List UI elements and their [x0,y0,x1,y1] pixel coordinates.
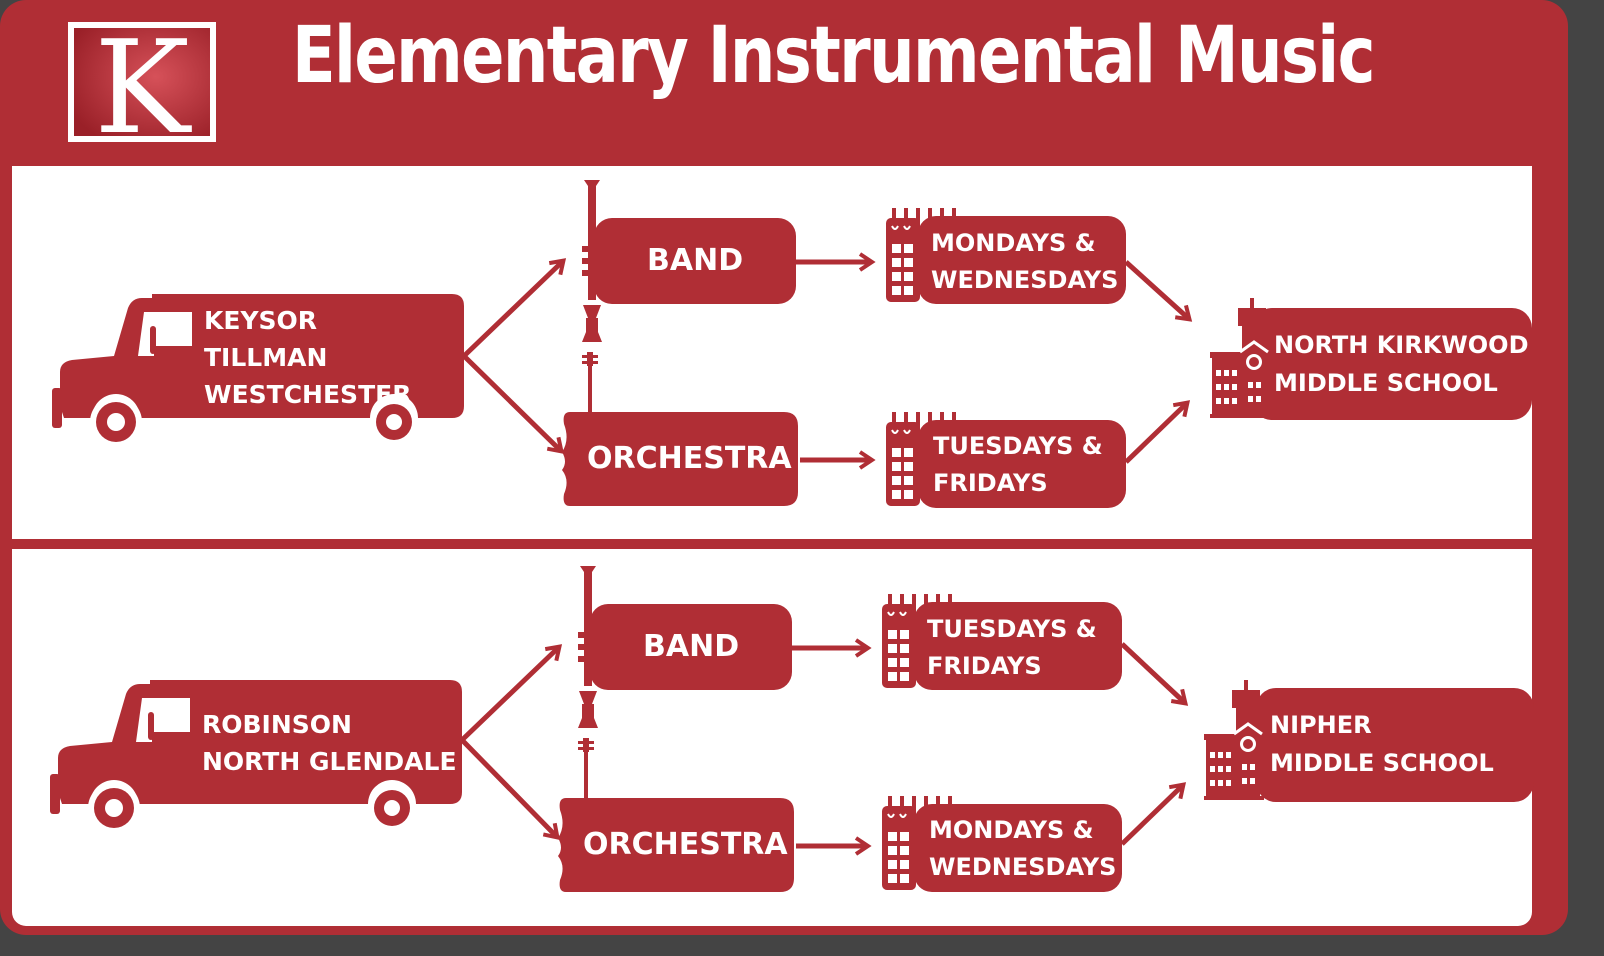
arrow-icon [1124,400,1191,464]
arrow-icon [462,354,565,454]
arrow-icon [1120,642,1189,706]
band-box [590,604,792,690]
middle-school-box [1252,308,1532,420]
trumpet-icon [582,180,602,342]
middle-school-line: MIDDLE SCHOOL [1274,369,1498,397]
middle-school-box [1256,688,1534,802]
trumpet-icon [578,566,598,728]
day-line: FRIDAYS [933,469,1048,497]
district-logo: K [68,14,216,160]
page-title: Elementary Instrumental Music [292,11,1376,101]
arrow-icon [460,644,563,742]
day-line: MONDAYS & [931,229,1096,257]
logo-letter: K [94,14,192,160]
day-line: TUESDAYS & [927,615,1097,643]
band-label: BAND [643,629,740,664]
day-box [914,602,1122,690]
middle-school-name: NIPHER MIDDLE SCHOOL [1270,706,1494,782]
orchestra-box [558,798,794,892]
day-line: FRIDAYS [927,652,1042,680]
band-days: MONDAYS & WEDNESDAYS [931,225,1118,299]
middle-school-line: MIDDLE SCHOOL [1270,749,1494,777]
school-building-icon [1208,296,1272,420]
elementary-school-name: WESTCHESTER [204,380,412,409]
elementary-school-name: TILLMAN [204,343,328,372]
orchestra-label: ORCHESTRA [583,827,788,862]
day-line: TUESDAYS & [933,432,1103,460]
day-box [918,216,1126,304]
orchestra-box [562,412,798,506]
day-line: WEDNESDAYS [931,266,1119,294]
elementary-school-list: ROBINSON NORTH GLENDALE [202,706,457,780]
elementary-school-name: NORTH GLENDALE [202,747,457,776]
violin-icon [582,352,598,414]
elementary-school-name: ROBINSON [202,710,352,739]
elementary-school-list: KEYSOR TILLMAN WESTCHESTER [204,302,411,413]
arrow-icon [1124,260,1193,322]
orchestra-days: TUESDAYS & FRIDAYS [933,428,1103,502]
middle-school-line: NIPHER [1270,711,1372,739]
day-box [918,420,1126,508]
middle-school-name: NORTH KIRKWOOD MIDDLE SCHOOL [1274,326,1529,402]
arrow-icon [460,738,560,841]
school-building-icon [1202,678,1266,802]
day-line: WEDNESDAYS [929,853,1117,881]
violin-icon [578,738,594,800]
arrow-icon [462,258,567,358]
elementary-school-name: KEYSOR [204,306,318,335]
band-days: TUESDAYS & FRIDAYS [927,611,1097,685]
day-line: MONDAYS & [929,816,1094,844]
orchestra-days: MONDAYS & WEDNESDAYS [929,812,1116,886]
middle-school-line: NORTH KIRKWOOD [1274,331,1529,359]
band-label: BAND [647,243,744,278]
day-box [914,804,1122,892]
orchestra-label: ORCHESTRA [587,441,792,476]
band-box [594,218,796,304]
arrow-icon [1120,782,1187,846]
